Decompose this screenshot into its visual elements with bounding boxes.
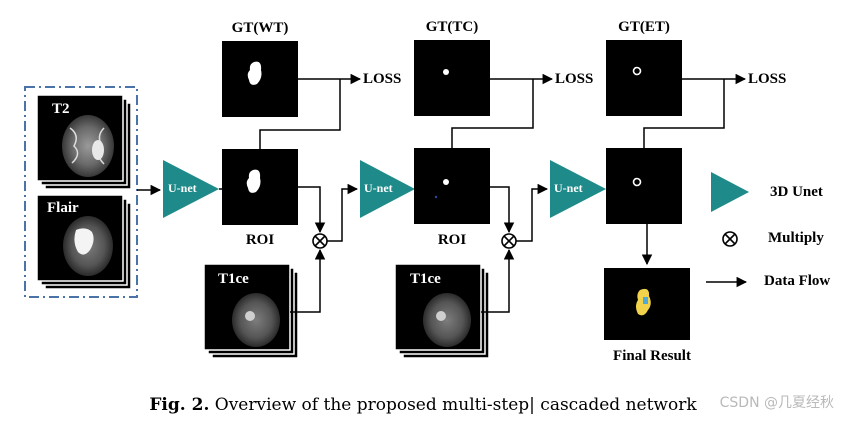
legend-unet-icon bbox=[711, 172, 749, 212]
figure-caption: Fig. 2. Overview of the proposed multi-s… bbox=[0, 395, 846, 415]
t1ce-stack-1 bbox=[203, 263, 299, 359]
label-t2: T2 bbox=[52, 101, 70, 117]
label-roi-1: ROI bbox=[245, 232, 275, 248]
connections bbox=[219, 73, 747, 313]
legend-data-flow-label: Data Flow bbox=[764, 273, 831, 289]
multiply-2 bbox=[501, 233, 517, 249]
gt-et-box bbox=[606, 40, 682, 116]
gt-wt-box bbox=[222, 41, 298, 117]
label-loss-2: LOSS bbox=[555, 71, 594, 87]
watermark: CSDN @几夏经秋 bbox=[719, 395, 834, 411]
label-final-result: Final Result bbox=[613, 348, 691, 364]
label-t1ce-1: T1ce bbox=[218, 271, 249, 287]
label-unet-1: U-net bbox=[168, 181, 197, 195]
legend-multiply-icon bbox=[722, 231, 738, 247]
label-unet-2: U-net bbox=[364, 181, 393, 195]
t2-stack bbox=[36, 94, 132, 190]
label-gt-wt: GT(WT) bbox=[231, 20, 289, 36]
input-frame bbox=[24, 86, 138, 298]
gt-tc-box bbox=[414, 40, 490, 116]
label-unet-3: U-net bbox=[554, 181, 583, 195]
label-flair: Flair bbox=[47, 200, 79, 216]
unet-1 bbox=[163, 160, 219, 218]
roi-2-box bbox=[414, 148, 490, 224]
multiply-1 bbox=[312, 233, 328, 249]
label-loss-1: LOSS bbox=[363, 71, 402, 87]
pred-et-box bbox=[606, 148, 682, 224]
legend-multiply-label: Multiply bbox=[768, 230, 824, 246]
label-gt-tc: GT(TC) bbox=[425, 19, 479, 35]
label-loss-3: LOSS bbox=[748, 71, 787, 87]
label-gt-et: GT(ET) bbox=[618, 19, 670, 35]
t1ce-stack-2 bbox=[394, 263, 490, 359]
label-t1ce-2: T1ce bbox=[410, 271, 441, 287]
flair-stack bbox=[36, 194, 132, 290]
caption-figure-number: Fig. 2. bbox=[149, 395, 210, 415]
unet-2 bbox=[360, 160, 415, 218]
roi-1-box bbox=[222, 149, 298, 225]
label-roi-2: ROI bbox=[437, 232, 467, 248]
final-result-box bbox=[604, 268, 690, 340]
legend-unet-label: 3D Unet bbox=[770, 184, 823, 200]
unet-3 bbox=[550, 160, 606, 218]
caption-text: Overview of the proposed multi-step| cas… bbox=[214, 395, 697, 415]
